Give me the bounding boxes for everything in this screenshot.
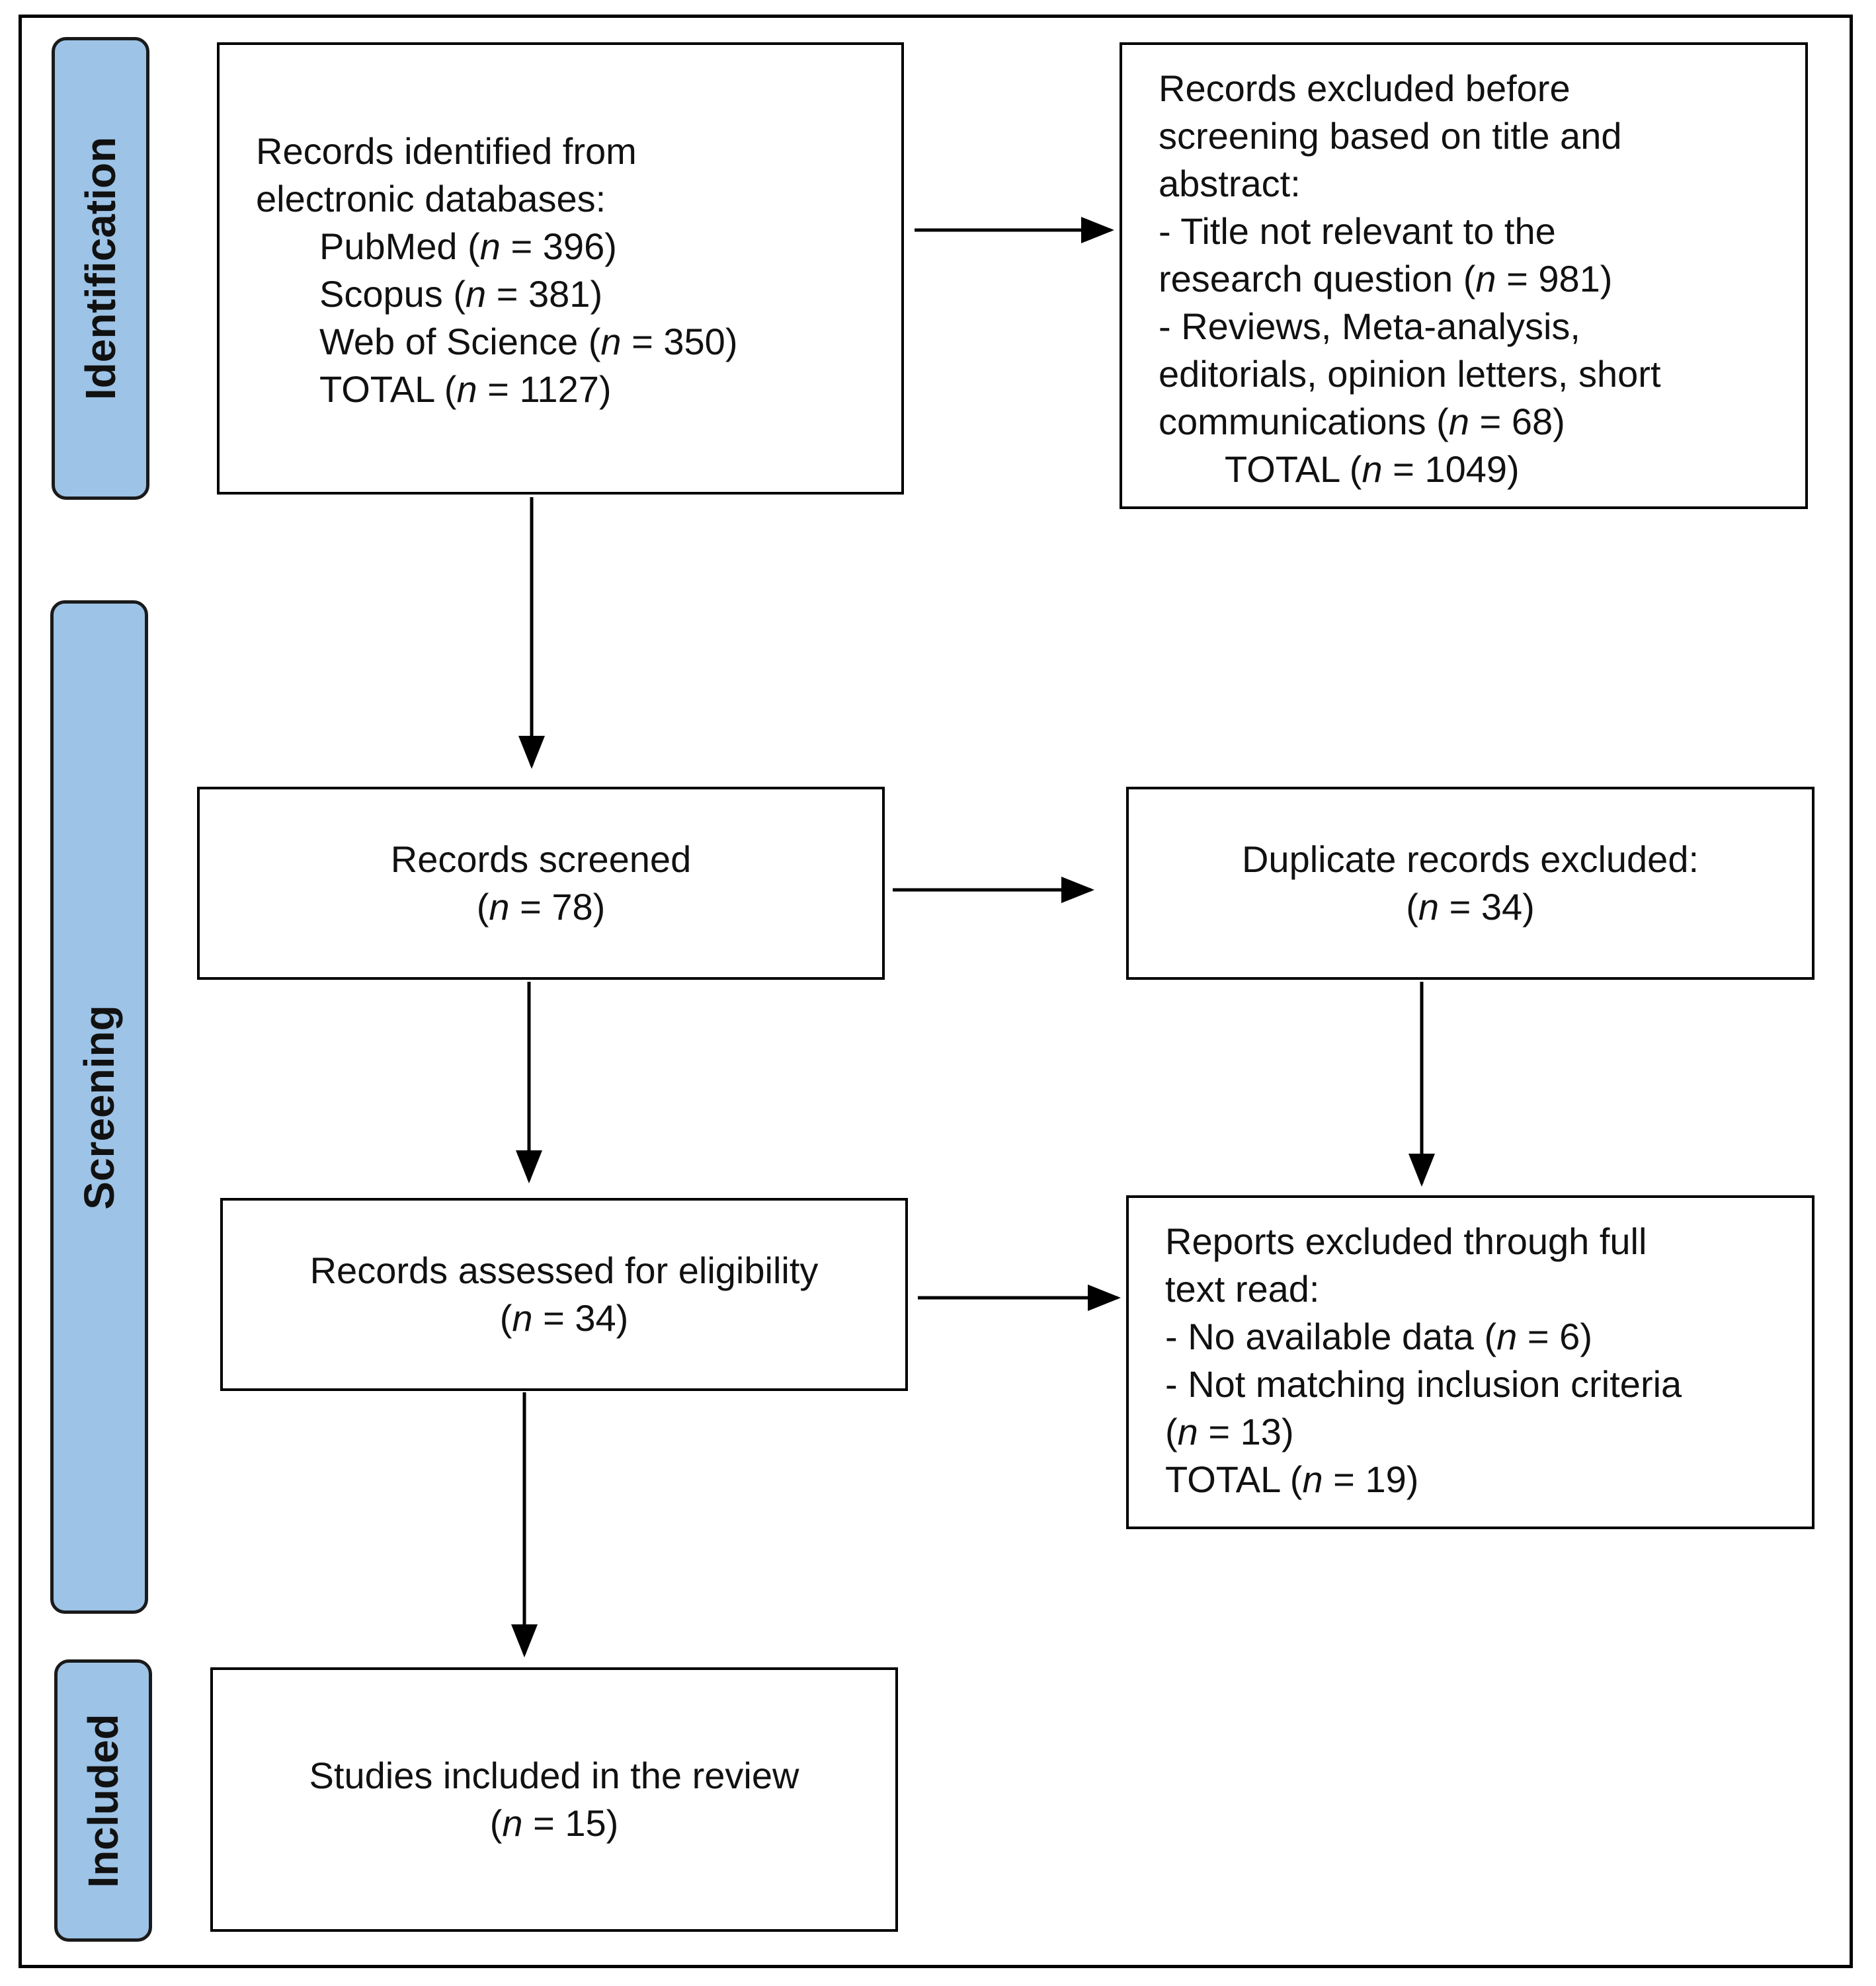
excluded-before-total: TOTAL (n = 1049) [1225,448,1520,490]
eligibility-box: Records assessed for eligibility (n = 34… [220,1198,908,1391]
screened-label: Records screened [390,838,692,880]
fulltext-no-data: - No available data (n = 6) [1165,1316,1592,1357]
studies-included-box: Studies included in the review (n = 15) [210,1667,898,1932]
fulltext-line-1: Reports excluded through full [1165,1220,1647,1262]
source-web-of-science: Web of Science (n = 350) [319,321,738,362]
excluded-before-screening-box: Records excluded before screening based … [1120,42,1808,509]
duplicates-count: (n = 34) [1406,886,1535,928]
records-identified-box: Records identified from electronic datab… [217,42,904,495]
fulltext-excluded-box: Reports excluded through full text read:… [1126,1195,1815,1529]
duplicates-label: Duplicate records excluded: [1241,838,1699,880]
included-label: Studies included in the review [309,1755,799,1796]
eligibility-label: Records assessed for eligibility [309,1250,819,1291]
fulltext-line-2: text read: [1165,1268,1320,1310]
fulltext-not-matching: - Not matching inclusion criteria [1165,1363,1682,1405]
stage-included: Included [54,1659,152,1942]
excluded-before-line-7: editorials, opinion letters, short [1159,353,1661,395]
screened-count: (n = 78) [476,886,606,928]
source-scopus: Scopus (n = 381) [319,273,603,315]
source-total: TOTAL (n = 1127) [319,368,612,410]
excluded-before-line-1: Records excluded before [1159,67,1570,109]
excluded-reviews-count: communications (n = 68) [1159,401,1565,442]
excluded-before-line-4: - Title not relevant to the [1159,210,1556,252]
outer-frame [19,15,1853,1968]
excluded-title-not-relevant: research question (n = 981) [1159,258,1613,299]
excluded-before-line-2: screening based on title and [1159,115,1622,157]
stage-identification: Identification [52,37,149,500]
excluded-before-line-3: abstract: [1159,163,1301,204]
duplicates-excluded-box: Duplicate records excluded: (n = 34) [1126,787,1815,980]
identified-heading-1: Records identified from [256,130,637,172]
excluded-before-line-6: - Reviews, Meta-analysis, [1159,305,1580,347]
eligibility-count: (n = 34) [499,1297,629,1339]
source-pubmed: PubMed (n = 396) [319,225,617,267]
included-count: (n = 15) [489,1802,619,1844]
records-screened-box: Records screened (n = 78) [197,787,885,980]
stage-screening: Screening [50,600,148,1614]
identified-heading-2: electronic databases: [256,178,606,219]
fulltext-total: TOTAL (n = 19) [1165,1458,1419,1500]
fulltext-not-matching-count: (n = 13) [1165,1411,1294,1452]
